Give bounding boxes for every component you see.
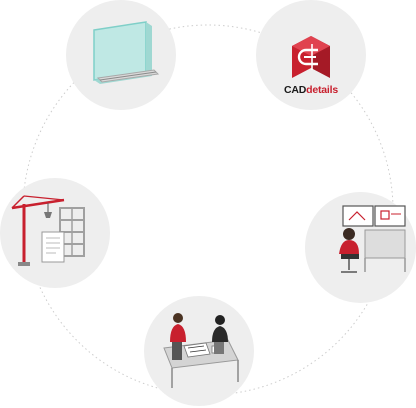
- crane-building-icon: [11, 195, 85, 266]
- glass-panel-icon: [93, 21, 160, 84]
- brand-part-2: details: [306, 84, 339, 96]
- meeting-table-icon: [163, 313, 239, 388]
- cad-workstation-icon: [339, 205, 406, 273]
- glass-panel-node: [66, 0, 176, 110]
- brand-part-1: CAD: [283, 84, 307, 96]
- cad-workstation-node: [305, 192, 416, 303]
- caddetails-logo-icon: [292, 36, 330, 78]
- caddetails-wordmark: CADdetails: [256, 84, 366, 96]
- caddetails-logo-node: CADdetails: [256, 0, 366, 110]
- meeting-table-node: [144, 296, 254, 406]
- crane-building-node: [0, 178, 110, 288]
